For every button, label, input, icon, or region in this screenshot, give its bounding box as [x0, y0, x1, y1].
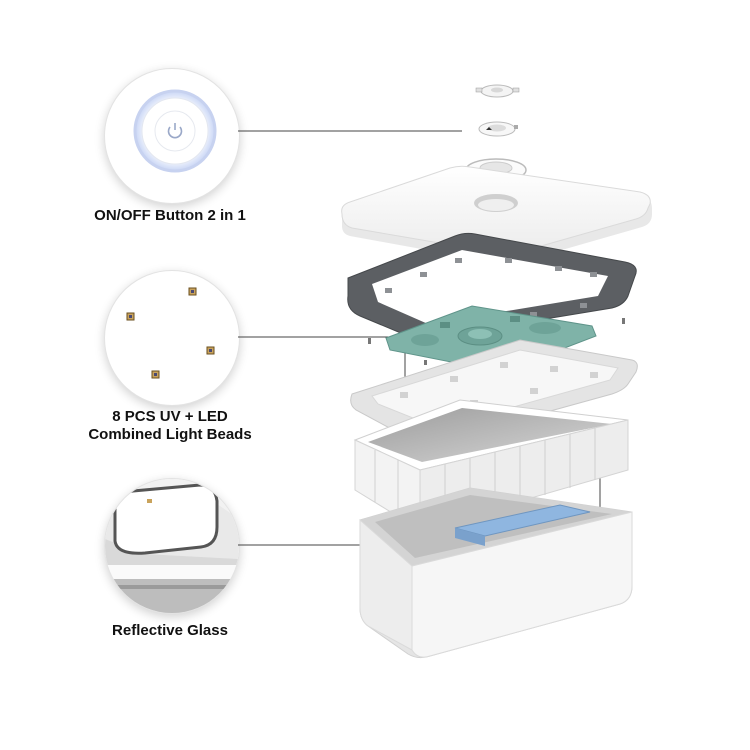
- power-button-icon: [133, 89, 217, 173]
- reflective-glass-icon: [105, 479, 239, 613]
- callout-reflective-glass: [104, 478, 240, 614]
- callout-led-beads: [104, 270, 240, 406]
- led-beads-icon: [126, 287, 215, 379]
- screws: [368, 318, 625, 365]
- button-cap: [475, 84, 520, 98]
- base-housing: [359, 487, 633, 659]
- label-reflective-glass: Reflective Glass: [112, 622, 228, 639]
- label-led-beads: 8 PCS UV + LED Combined Light Beads: [88, 408, 252, 443]
- callout-power-button: [104, 68, 240, 204]
- button-ring: [478, 121, 518, 137]
- dark-frame: [347, 232, 637, 340]
- top-lid: [341, 165, 652, 264]
- label-power-button: ON/OFF Button 2 in 1: [94, 207, 246, 224]
